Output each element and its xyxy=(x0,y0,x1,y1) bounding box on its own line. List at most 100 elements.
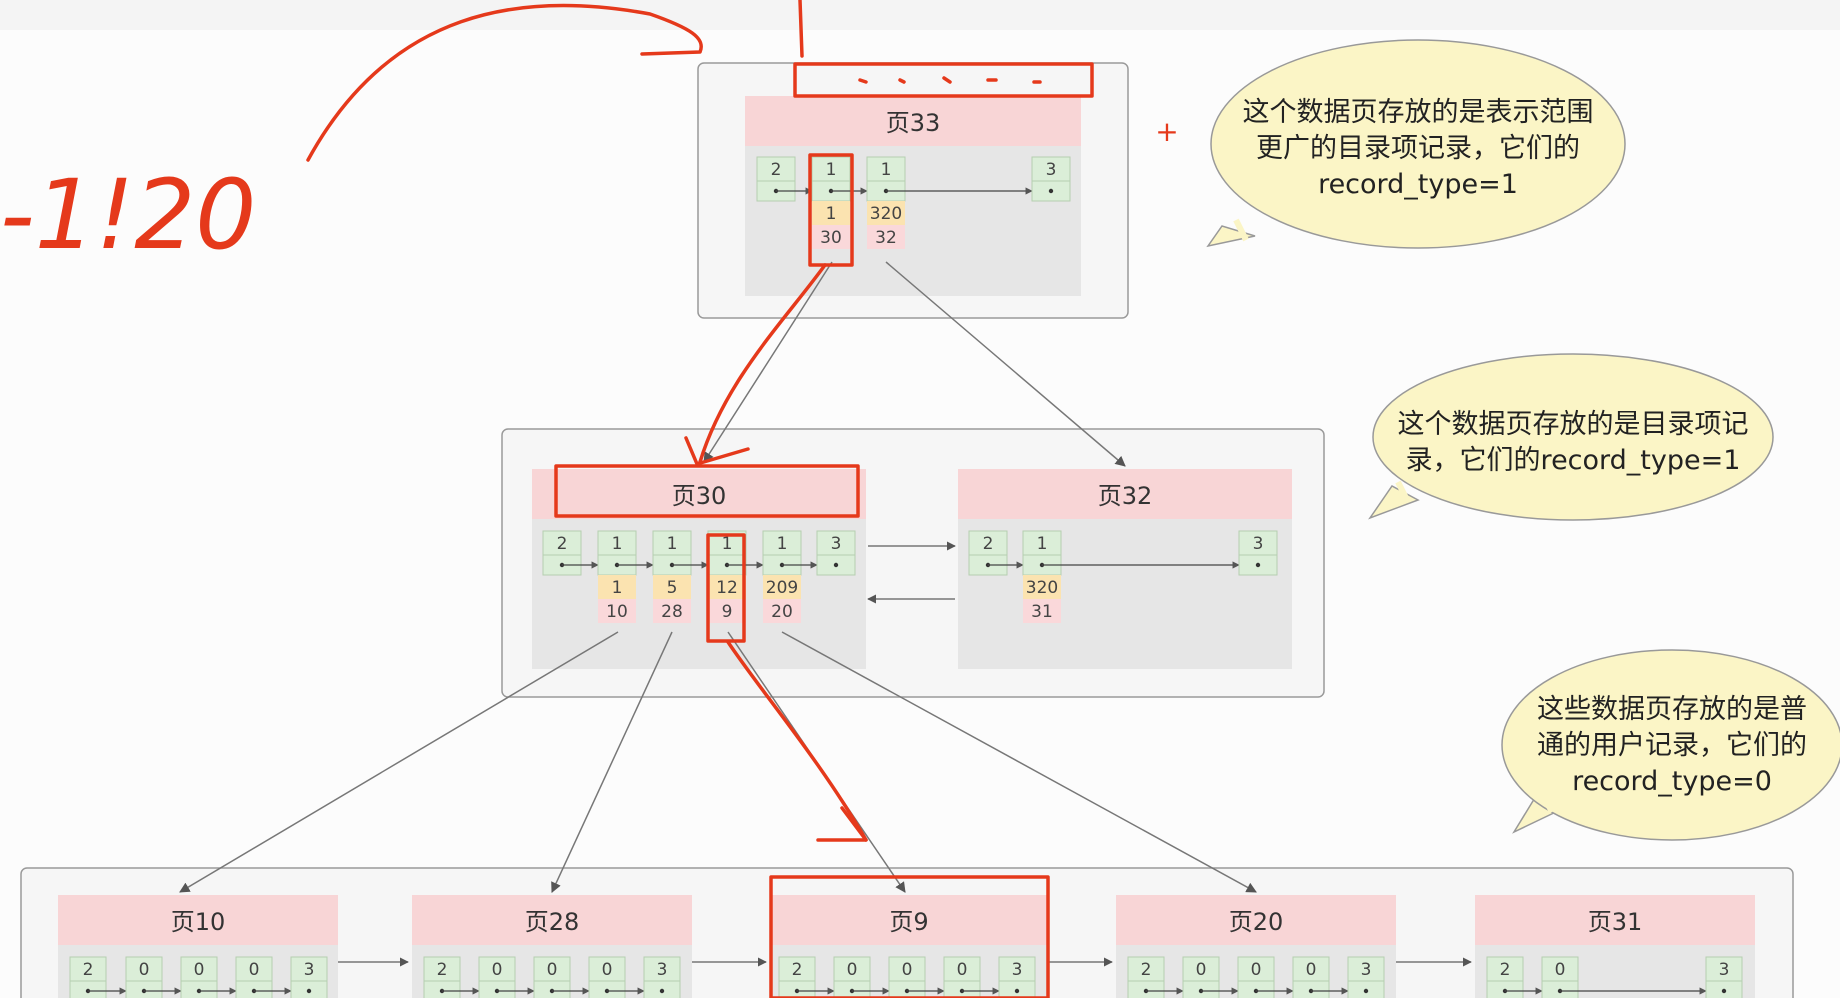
red-arrow-30-to-9 xyxy=(726,640,868,842)
page-30-record-3-page-label: 28 xyxy=(661,602,683,622)
page-32-record-1-type-label: 2 xyxy=(983,534,994,554)
page-28-record-5-type-label: 3 xyxy=(657,960,668,980)
page-32-record-2-type-label: 1 xyxy=(1037,534,1048,554)
page-32-record-2-key-cell xyxy=(1023,575,1061,599)
page-9-record-4-type-label: 0 xyxy=(957,960,968,980)
handwritten-note: -1!20 xyxy=(0,159,256,271)
bubble-middle-line-2: 录，它们的record_type=1 xyxy=(1406,445,1741,476)
page-31-title: 页31 xyxy=(1588,908,1643,936)
page-10-record-5-pointer-dot xyxy=(306,988,312,994)
bubble-middle-line-1: 这个数据页存放的是目录项记 xyxy=(1398,409,1749,440)
page-30-record-5-type-cell xyxy=(762,530,802,556)
highlight-top-bar xyxy=(793,62,1094,98)
page-30-record-2-page-label: 10 xyxy=(606,602,628,622)
highlight-record-1-30 xyxy=(808,153,854,267)
page-32-record-2-page-label: 31 xyxy=(1031,602,1053,622)
page-9-record-4-type-cell xyxy=(943,956,981,982)
page-9-title: 页9 xyxy=(889,908,928,936)
bubble-bottom-line-1: 这些数据页存放的是普 xyxy=(1537,694,1807,725)
red-annotations: -1!20 + xyxy=(0,0,1179,998)
page-33-record-3-key-cell xyxy=(867,201,905,225)
page-28-record-5-type-cell xyxy=(643,956,681,982)
page-33-record-3-page-label: 32 xyxy=(875,228,897,248)
bubble-bottom-line-3: record_type=0 xyxy=(1572,766,1772,797)
page-30-record-4-key-label: 12 xyxy=(716,578,738,598)
page-28-title: 页28 xyxy=(525,908,580,936)
bubble-bottom: 这些数据页存放的是普 通的用户记录，它们的 record_type=0 xyxy=(1501,649,1840,841)
page-32-title: 页32 xyxy=(1098,482,1153,510)
page-33-record-3-type-label: 1 xyxy=(881,160,892,180)
page-28-record-1-type-label: 2 xyxy=(437,960,448,980)
page-20-record-1-type-label: 2 xyxy=(1141,960,1152,980)
page-30-record-5-key-cell xyxy=(763,575,801,599)
page-28-record-5-pointer-dot xyxy=(659,988,665,994)
page-33-header xyxy=(745,96,1081,146)
page-32-record-2-type-cell xyxy=(1022,530,1062,556)
page-31-record-3-type-cell xyxy=(1705,956,1743,982)
page-9-record-2-type-label: 0 xyxy=(847,960,858,980)
page-32-records: 2 1 320 31 3 xyxy=(968,530,1278,623)
page-10-record-4-type-cell xyxy=(235,956,273,982)
page-32-record-3-pointer-dot xyxy=(1255,562,1261,568)
page-10-record-4-type-label: 0 xyxy=(249,960,260,980)
page-20-record-5-type-label: 3 xyxy=(1361,960,1372,980)
page-30-record-5-page-label: 20 xyxy=(771,602,793,622)
page-32-record-3-type-cell xyxy=(1238,530,1278,556)
page-20-header xyxy=(1116,895,1396,945)
page-10-record-3-type-label: 0 xyxy=(194,960,205,980)
page-20-record-1-type-cell xyxy=(1127,956,1165,982)
page-30-record-4-page-cell xyxy=(708,599,746,623)
page-9-header xyxy=(770,895,1048,945)
page-9-record-3-type-label: 0 xyxy=(902,960,913,980)
page-30-record-5-key-label: 209 xyxy=(766,578,798,598)
highlight-page-30-title xyxy=(554,464,860,518)
page-10-record-1-type-label: 2 xyxy=(83,960,94,980)
page-30-record-4-key-cell xyxy=(708,575,746,599)
page-30-record-2-page-cell xyxy=(598,599,636,623)
page-30-record-2-type-label: 1 xyxy=(612,534,623,554)
page-32-record-2-key-label: 320 xyxy=(1026,578,1058,598)
page-30-record-4-page-label: 9 xyxy=(722,602,733,622)
page-28-header xyxy=(412,895,692,945)
page-20-record-3-type-cell xyxy=(1237,956,1275,982)
red-arrow-33-to-30 xyxy=(698,263,827,464)
page-30-record-1-type-cell xyxy=(542,530,582,556)
page-20-record-2-type-label: 0 xyxy=(1196,960,1207,980)
page-31-record-2-type-label: 0 xyxy=(1555,960,1566,980)
bubble-top-line-2: 更广的目录项记录，它们的 xyxy=(1256,133,1580,164)
page-33-record-4-pointer-dot xyxy=(1048,188,1054,194)
page-10-record-2-type-cell xyxy=(125,956,163,982)
highlight-record-12-9 xyxy=(706,533,746,643)
page-9-record-1-type-cell xyxy=(778,956,816,982)
page-30-record-3-page-cell xyxy=(653,599,691,623)
page-20-record-5-pointer-dot xyxy=(1363,988,1369,994)
page-10-title: 页10 xyxy=(171,908,226,936)
red-arrowhead-30 xyxy=(684,436,750,466)
page-30-header xyxy=(532,469,866,519)
arrow-33-to-30 xyxy=(703,261,833,463)
page-32-record-3-type-label: 3 xyxy=(1253,534,1264,554)
page-30-record-4-type-label: 1 xyxy=(722,534,733,554)
page-33-record-2-page-label: 30 xyxy=(820,228,842,248)
page-31-header xyxy=(1475,895,1755,945)
page-9-record-5-pointer-dot xyxy=(1014,988,1020,994)
plus-sign: + xyxy=(1155,115,1178,148)
page-10-record-5-type-label: 3 xyxy=(304,960,315,980)
page-30-record-5-page-cell xyxy=(763,599,801,623)
page-28-record-1-type-cell xyxy=(423,956,461,982)
page-9-record-1-type-label: 2 xyxy=(792,960,803,980)
bubble-middle: 这个数据页存放的是目录项记 录，它们的record_type=1 xyxy=(1368,353,1774,521)
page-33-record-3-key-label: 320 xyxy=(870,204,902,224)
page-20-record-2-type-cell xyxy=(1182,956,1220,982)
